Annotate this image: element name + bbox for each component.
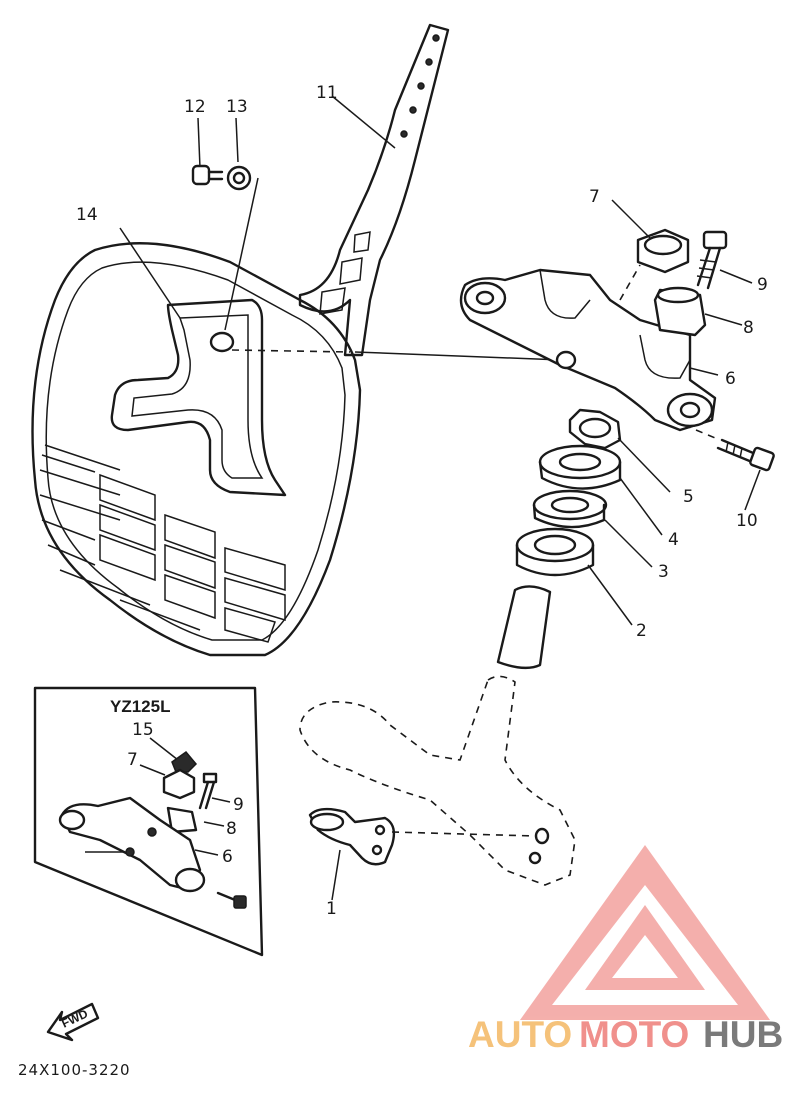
nut-7	[636, 228, 690, 274]
watermark-hub: HUB	[703, 1014, 783, 1055]
bolt-9	[696, 230, 728, 290]
label-3: 3	[658, 562, 669, 582]
label-2: 2	[636, 621, 647, 641]
watermark-logo	[520, 845, 770, 1020]
under-bracket	[299, 675, 576, 886]
label-4: 4	[668, 530, 679, 550]
inset-box: YZ125L 15 7 9 8 6	[33, 686, 264, 957]
inset-label-7: 7	[127, 750, 138, 770]
label-10: 10	[736, 511, 758, 531]
bearing-2	[515, 527, 595, 577]
cable-guide-1	[308, 807, 536, 901]
watermark-text: AUTO MOTO HUB	[468, 1014, 783, 1055]
plate-stay	[298, 23, 450, 357]
label-13: 13	[226, 97, 248, 117]
label-9: 9	[757, 275, 768, 295]
inset-label-15: 15	[132, 720, 154, 740]
label-14: 14	[76, 205, 98, 225]
ring-nut-5	[568, 408, 622, 450]
label-6: 6	[725, 369, 736, 389]
watermark-moto: MOTO	[579, 1014, 689, 1055]
number-plate	[31, 242, 362, 657]
watermark-auto: AUTO	[468, 1014, 572, 1055]
seal-4	[538, 444, 622, 490]
bearing-3	[532, 489, 608, 529]
inset-label-9: 9	[233, 795, 244, 815]
clamp-8	[653, 286, 707, 337]
fwd-arrow: FWD	[46, 1002, 100, 1042]
upper-bracket	[459, 268, 717, 432]
stem-tube	[496, 585, 552, 670]
label-7: 7	[589, 187, 600, 207]
label-8: 8	[743, 318, 754, 338]
label-5: 5	[683, 487, 694, 507]
callout-lines	[587, 199, 761, 626]
drawing-code: 24X100-3220	[18, 1061, 131, 1079]
bolt-12	[191, 164, 224, 186]
label-12: 12	[184, 97, 206, 117]
bolt-10	[716, 438, 775, 472]
leader-lines	[119, 95, 721, 441]
label-11: 11	[316, 83, 338, 103]
label-1: 1	[326, 899, 337, 919]
washer-13	[226, 165, 252, 191]
inset-title: YZ125L	[110, 697, 170, 716]
inset-label-6: 6	[222, 847, 233, 867]
inset-label-8: 8	[226, 819, 237, 839]
